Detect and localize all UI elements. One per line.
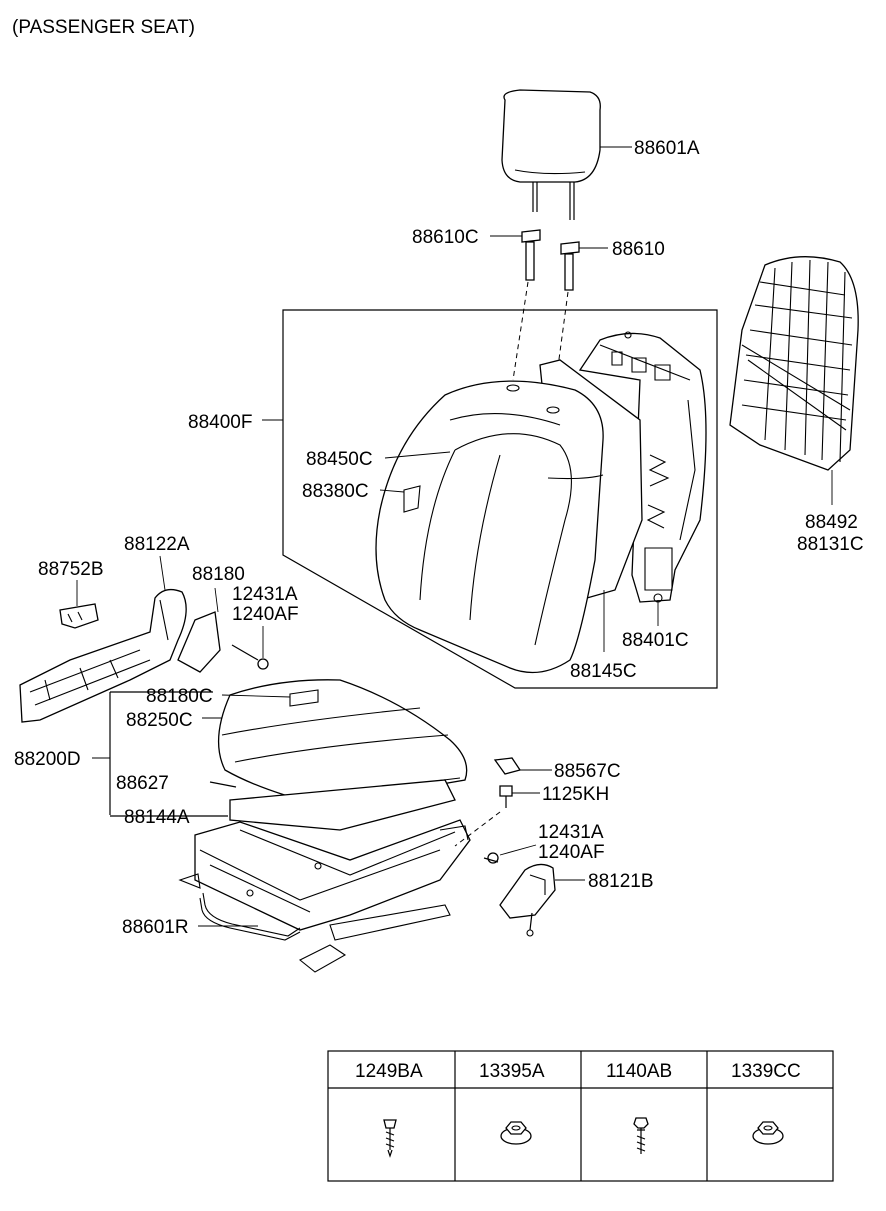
part-label-88180: 88180: [192, 564, 245, 585]
shield-screw-part: [231, 644, 269, 670]
side-shield-part: [19, 588, 187, 723]
cushion-pad-part: [229, 779, 456, 831]
leader-line: [499, 844, 537, 856]
seatback-assembly-outline: [282, 309, 718, 689]
flange-nut-icon: [752, 1121, 784, 1145]
part-label-88145C: 88145C: [570, 661, 637, 682]
clip-pin-part: [209, 781, 237, 788]
fastener-header-2: 13395A: [479, 1061, 545, 1082]
cover-cap-part: [493, 757, 522, 775]
fastener-header-4: 1339CC: [731, 1061, 801, 1082]
part-label-88567C: 88567C: [554, 761, 621, 782]
bolt-1125KH-part: [499, 785, 513, 808]
seat-frame-part: [178, 819, 471, 973]
seat-wire-part-inner: [202, 892, 301, 937]
part-label-88121B: 88121B: [588, 871, 654, 892]
part-label-1240AF-top: 1240AF: [232, 604, 299, 625]
fastener-header-3: 1140AB: [606, 1061, 672, 1082]
bolt-icon: [633, 1117, 649, 1154]
part-label-1125KH: 1125KH: [542, 784, 609, 805]
screw-icon: [383, 1119, 397, 1158]
part-label-12431A-bot: 12431A: [538, 822, 604, 843]
part-label-88627: 88627: [116, 773, 169, 794]
leader-line: [221, 694, 291, 698]
leader-line: [159, 555, 166, 591]
part-label-88180C: 88180C: [146, 686, 213, 707]
part-label-1240AF-bot: 1240AF: [538, 842, 605, 863]
leader-line: [379, 489, 405, 493]
part-label-88610C: 88610C: [412, 227, 479, 248]
fastener-header-1: 1249BA: [355, 1061, 423, 1082]
inner-shield-part: [177, 611, 221, 673]
part-label-88250C: 88250C: [126, 710, 193, 731]
flange-nut-icon: [500, 1121, 532, 1145]
fastener-table: 1249BA 13395A 1140AB 1339CC: [327, 1050, 834, 1182]
part-label-88601A: 88601A: [634, 138, 700, 159]
part-label-88380C: 88380C: [302, 481, 369, 502]
leader-line: [214, 587, 219, 613]
part-label-88400F: 88400F: [188, 412, 252, 433]
leader-line: [384, 451, 451, 459]
part-label-88752B: 88752B: [38, 559, 104, 580]
part-label-88601R: 88601R: [122, 917, 189, 938]
recliner-knob-part: [59, 603, 99, 629]
seat-wire-part: [199, 897, 301, 941]
part-label-88122A: 88122A: [124, 534, 190, 555]
part-label-88144A: 88144A: [124, 807, 190, 828]
bolt-12431A-part: [483, 852, 499, 864]
headrest-guide-right: [560, 241, 580, 291]
headrest-part: [501, 89, 601, 220]
bolt-dashline: [454, 811, 501, 847]
seatback-cover-part: [375, 380, 604, 674]
part-label-88492: 88492: [805, 512, 858, 533]
part-label-88131C: 88131C: [797, 534, 864, 555]
part-label-88200D: 88200D: [14, 749, 81, 770]
seatback-frame-part: [578, 331, 707, 603]
part-label-88401C: 88401C: [622, 630, 689, 651]
side-cover-88121B-part: [499, 863, 556, 937]
cushion-assembly-bracket: [109, 691, 228, 817]
part-label-12431A-top: 12431A: [232, 584, 298, 605]
diagram-title: (PASSENGER SEAT): [12, 17, 195, 38]
seatback-panel-part: [729, 256, 859, 471]
headrest-guide-left: [521, 229, 541, 281]
part-label-88450C: 88450C: [306, 449, 373, 470]
guide-dashline: [512, 281, 529, 381]
part-label-88610: 88610: [612, 239, 665, 260]
